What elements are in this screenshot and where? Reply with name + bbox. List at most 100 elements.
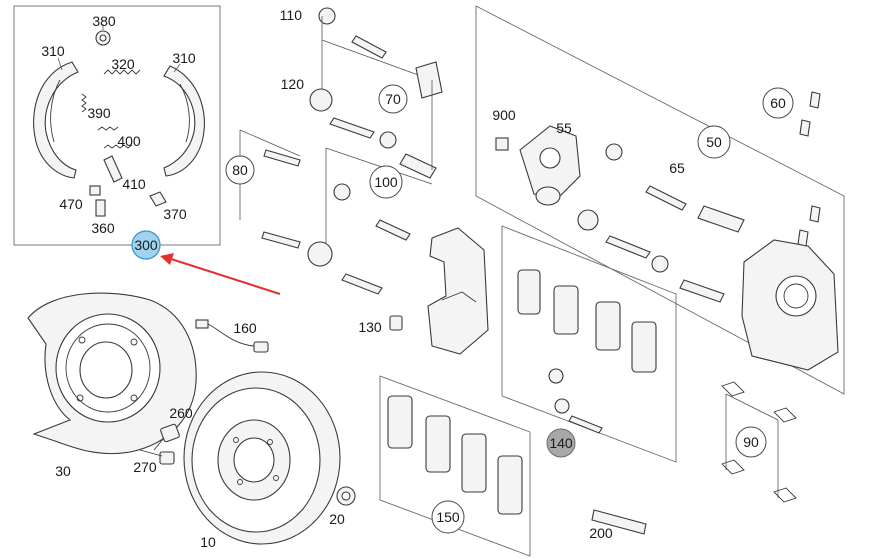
nut-140b[interactable] [554, 398, 570, 414]
bolt-140[interactable] [568, 415, 603, 434]
callout-380[interactable]: 380 [92, 13, 116, 29]
seal-50a[interactable] [577, 209, 599, 231]
callout-470[interactable]: 470 [59, 196, 83, 212]
callout-300-label: 300 [134, 237, 158, 253]
clip-370[interactable] [149, 191, 167, 207]
callout-50[interactable]: 50 [706, 134, 722, 150]
pad-140d[interactable] [631, 321, 657, 373]
callout-140-bubble [546, 428, 576, 458]
pin-360[interactable] [95, 199, 106, 217]
callout-55[interactable]: 55 [556, 120, 572, 136]
spring-400[interactable] [103, 144, 133, 149]
boot-a[interactable] [379, 131, 397, 149]
callout-90[interactable]: 90 [743, 434, 759, 450]
lever-410[interactable] [103, 155, 123, 183]
bolt-80a[interactable] [263, 149, 301, 167]
grease-tube-200[interactable] [591, 509, 647, 535]
callout-150[interactable]: 150 [436, 509, 460, 525]
callout-80[interactable]: 80 [232, 162, 248, 178]
callout-70[interactable]: 70 [385, 91, 401, 107]
clip-90c[interactable] [773, 407, 797, 423]
callout-20[interactable]: 20 [329, 511, 345, 527]
pad-150c[interactable] [461, 433, 487, 493]
spring-clips-90 [721, 381, 797, 503]
sleeve-b[interactable] [399, 153, 437, 179]
cap-110[interactable] [318, 7, 336, 25]
clip-90b[interactable] [721, 459, 745, 475]
caliper-housing[interactable] [741, 239, 839, 371]
bleeder-60a[interactable] [809, 91, 821, 109]
pad-140a[interactable] [517, 269, 541, 315]
clip-90a[interactable] [721, 381, 745, 397]
callout-140[interactable]: 140 [546, 428, 576, 458]
callout-900[interactable]: 900 [492, 107, 516, 123]
callout-320[interactable]: 320 [111, 56, 135, 72]
spring-320[interactable] [103, 69, 141, 75]
callout-360[interactable]: 360 [91, 220, 115, 236]
callout-270[interactable]: 270 [133, 459, 157, 475]
bolt-a[interactable] [329, 117, 375, 139]
brake-shoe-right[interactable] [163, 65, 205, 177]
callout-310-right[interactable]: 310 [172, 50, 196, 66]
sleeve-50a[interactable] [697, 205, 745, 233]
boot-b[interactable] [307, 241, 333, 267]
callout-160[interactable]: 160 [233, 320, 257, 336]
callout-410[interactable]: 410 [122, 176, 146, 192]
cap-100[interactable] [333, 183, 351, 201]
bleeder-60b[interactable] [799, 119, 811, 137]
callout-370[interactable]: 370 [163, 206, 187, 222]
callout-50-bubble [697, 125, 731, 159]
pad-150b[interactable] [425, 415, 451, 473]
wear-sensor-160[interactable] [195, 319, 269, 353]
caliper-carrier[interactable] [427, 227, 489, 355]
bleeder-60c[interactable] [809, 205, 821, 223]
bolt-50a[interactable] [605, 235, 651, 259]
bolt-80b[interactable] [261, 231, 301, 249]
guide-pin-a[interactable] [351, 35, 387, 59]
dust-shield-30[interactable] [27, 292, 197, 455]
adjuster-nut-380[interactable] [95, 30, 111, 46]
pad-150a[interactable] [387, 395, 413, 449]
bleeder-60d[interactable] [797, 229, 809, 247]
brake-shoe-left[interactable] [33, 61, 79, 179]
callout-300[interactable]: 300 [131, 230, 161, 260]
bolt-260[interactable] [153, 423, 180, 451]
callout-260[interactable]: 260 [169, 405, 193, 421]
callout-10[interactable]: 10 [200, 534, 216, 550]
callout-130[interactable]: 130 [358, 319, 382, 335]
callout-30[interactable]: 30 [55, 463, 71, 479]
bolt-270[interactable] [139, 449, 175, 465]
pad-140b[interactable] [553, 285, 579, 335]
screw-20[interactable] [336, 486, 356, 506]
callout-400[interactable]: 400 [117, 133, 141, 149]
callouts: 110 120 70 80 100 130 160 260 270 30 10 … [41, 7, 794, 550]
sleeve-50b[interactable] [679, 279, 725, 303]
callout-110[interactable]: 110 [280, 7, 303, 23]
pin-100[interactable] [375, 219, 411, 241]
bleeder-130[interactable] [389, 315, 403, 331]
pad-150d[interactable] [497, 455, 523, 515]
pad-140c[interactable] [595, 301, 621, 351]
spring-390[interactable] [81, 93, 87, 113]
callout-65[interactable]: 65 [669, 160, 685, 176]
callout-60-bubble [762, 87, 794, 119]
callout-120[interactable]: 120 [281, 76, 305, 92]
sensor-900[interactable] [495, 137, 509, 151]
callout-390[interactable]: 390 [87, 105, 111, 121]
callout-60[interactable]: 60 [770, 95, 786, 111]
actuator-55[interactable] [519, 125, 581, 206]
cap-55[interactable] [605, 143, 623, 161]
boot-120[interactable] [309, 88, 333, 112]
boot-50[interactable] [651, 255, 669, 273]
callout-200[interactable]: 200 [589, 525, 613, 541]
pin-65[interactable] [645, 185, 687, 211]
bolt-100[interactable] [341, 273, 383, 295]
brake-disc-10[interactable] [183, 371, 341, 545]
callout-100[interactable]: 100 [374, 174, 398, 190]
clip-90d[interactable] [773, 487, 797, 503]
sleeve-a[interactable] [415, 61, 443, 99]
nut-140a[interactable] [548, 368, 564, 384]
clip-470[interactable] [89, 185, 101, 196]
callout-310-left[interactable]: 310 [41, 43, 65, 59]
